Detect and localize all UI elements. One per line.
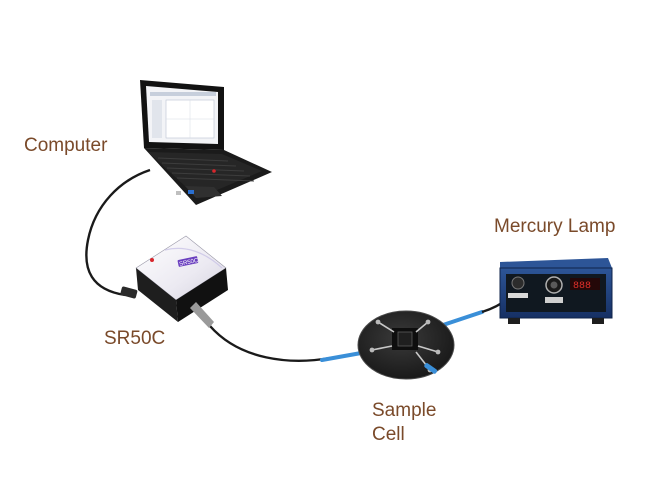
- usb-plug: [120, 286, 138, 299]
- laptop: [140, 80, 272, 205]
- spectrometer-badge: SR50C: [179, 258, 200, 268]
- spectrometer: SR50C: [135, 235, 228, 328]
- fiber-connector: [190, 302, 214, 328]
- label-sample-line2: Cell: [372, 424, 405, 445]
- usb-cable: [85, 168, 151, 297]
- mercury-lamp: 888: [499, 258, 613, 324]
- label-sample-cell: Sample Cell: [372, 399, 436, 447]
- power-knob: [511, 276, 525, 290]
- label-computer: Computer: [24, 135, 108, 156]
- label-spectrometer: SR50C: [104, 328, 166, 349]
- sample-cell: [357, 310, 455, 380]
- fiber-spectrometer-sample: [209, 325, 331, 362]
- fiber-blue-jacket-right: [438, 310, 484, 328]
- label-sample-line1: Sample: [372, 400, 437, 421]
- lamp-display: 888: [573, 281, 591, 292]
- label-mercury-lamp: Mercury Lamp: [494, 216, 616, 237]
